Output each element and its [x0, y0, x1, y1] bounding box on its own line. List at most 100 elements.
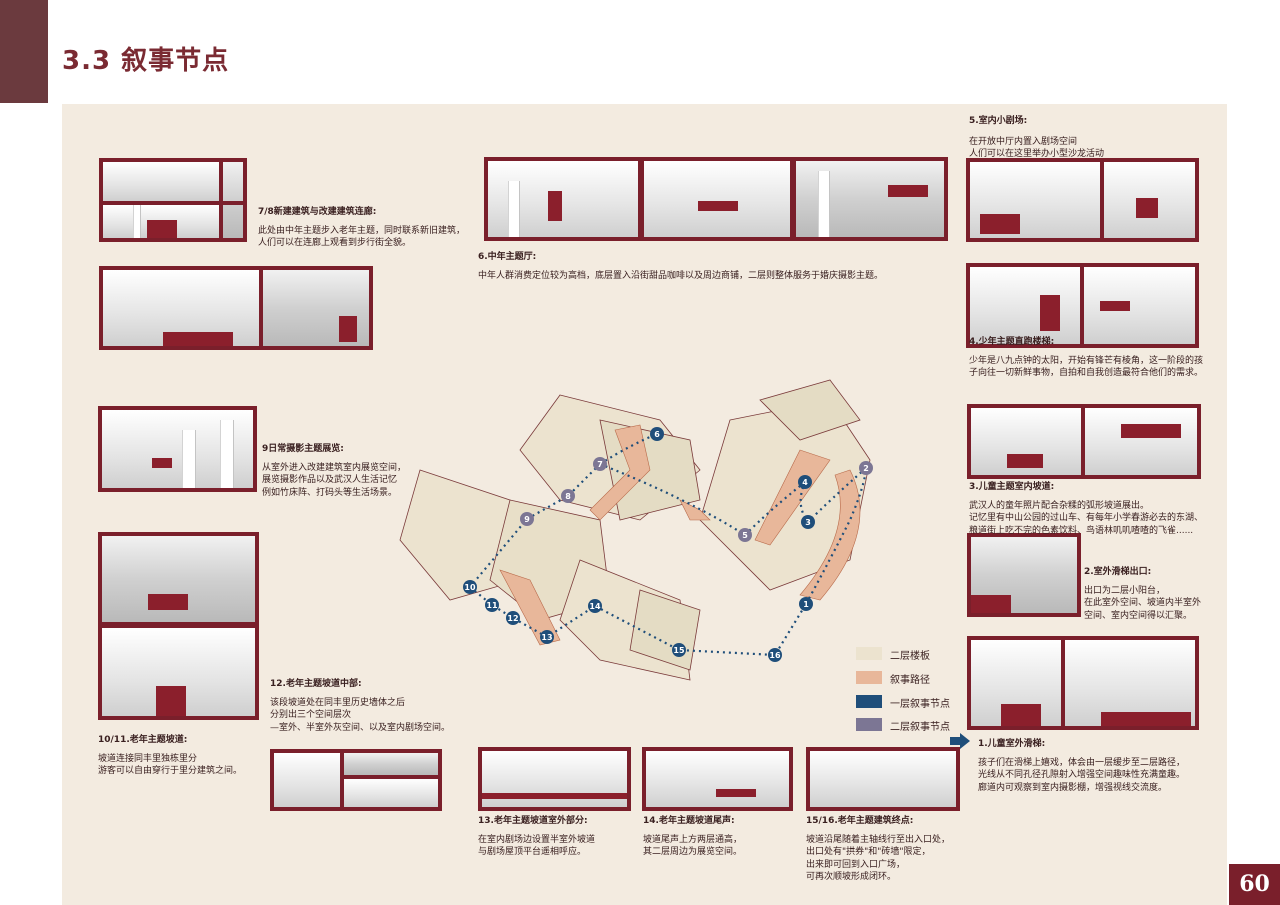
caption-15-16: 15/16.老年主题建筑终点: 坡道沿尾随着主轴线行至出入口处， 出口处有"拱券… [806, 815, 950, 884]
caption-line: 人们可以在这里举办小型沙龙活动 [969, 149, 1105, 159]
caption-12: 12.老年主题坡道中部: 该段坡道处在同丰里历史墙体之后 分别出三个空间层次 —… [270, 678, 450, 734]
caption-line: 在此室外空间、坡道内半室外 [1084, 598, 1202, 608]
legend-swatch [856, 647, 882, 660]
node-marker-5 [738, 528, 752, 542]
caption-line: 与剧场屋顶平台遥相呼应。 [478, 847, 587, 857]
caption-line: 在室内剧场边设置半室外坡道 [478, 834, 596, 845]
node-label: 1 [803, 600, 809, 609]
node-marker-8 [561, 489, 575, 503]
node-marker-9 [520, 512, 534, 526]
node-label: 8 [565, 492, 571, 501]
render-frame-5 [966, 158, 1199, 242]
caption-line: 此处由中年主题步入老年主题，同时联系新旧建筑， [258, 225, 466, 236]
node-marker-15 [672, 643, 686, 657]
caption-line: 坡道尾声上方两层通高， [643, 834, 743, 845]
caption-5: 5.室内小剧场: 在开放中厅内置入剧场空间 人们可以在这里举办小型沙龙活动 [969, 115, 1104, 161]
caption-line: —室外、半室外灰空间、以及室内剧场空间。 [270, 722, 451, 733]
node-marker-13 [540, 630, 554, 644]
caption-line: 武汉人的童年照片配合杂糅的弧形坡道展出。 [969, 500, 1150, 511]
node-marker-14 [588, 599, 602, 613]
caption-heading: 6.中年主题厅: [478, 252, 537, 262]
render-frame-12 [270, 749, 442, 811]
caption-line: 记忆里有中山公园的过山车、有每年小学春游必去的东湖、 [969, 513, 1204, 523]
caption-line: 从室外进入改建建筑室内展览空间， [262, 462, 407, 473]
caption-line: 粮道街上吃不完的色素饮料、鸟语林叽叽喳喳的飞雀...... [969, 525, 1194, 536]
render-frame-10-11 [98, 532, 259, 720]
node-labels: 1 2 3 4 5 6 7 8 9 10 11 12 13 14 15 16 [464, 430, 868, 660]
caption-heading: 7/8新建建筑与改建建筑连廊: [258, 207, 377, 217]
caption-line: 其二层周边为展览空间。 [643, 847, 743, 857]
render-frame-7-8-b [99, 266, 373, 350]
render-frame-4 [966, 263, 1199, 348]
node-marker-4 [798, 475, 812, 489]
caption-4: 4.少年主题直跑楼梯: 少年是八九点钟的太阳，开始有锋芒有棱角，这一阶段的孩 子… [969, 336, 1203, 380]
node-label: 10 [464, 583, 476, 592]
caption-heading: 1.儿童室外滑梯: [978, 739, 1046, 749]
node-marker-1 [799, 597, 813, 611]
caption-line: 例如竹床阵、打码头等生活场景。 [262, 487, 398, 498]
node-marker-7 [593, 457, 607, 471]
render-frame-3 [967, 404, 1201, 479]
node-marker-6 [650, 427, 664, 441]
legend-label: 二层叙事节点 [890, 722, 950, 733]
caption-line: 该段坡道处在同丰里历史墙体之后 [270, 697, 406, 708]
node-label: 11 [486, 601, 498, 610]
node-label: 16 [769, 651, 781, 660]
node-label: 15 [673, 646, 685, 655]
caption-line: 空间、室内空间得以汇聚。 [1084, 610, 1193, 621]
caption-heading: 2.室外滑梯出口: [1084, 567, 1152, 577]
caption-2: 2.室外滑梯出口: 出口为二层小阳台， 在此室外空间、坡道内半室外 空间、室内空… [1084, 566, 1201, 622]
render-frame-6 [484, 157, 948, 241]
caption-line: 坡道沿尾随着主轴线行至出入口处， [806, 834, 951, 845]
legend-swatch [856, 718, 882, 731]
legend-swatch [856, 671, 882, 684]
caption-line: 光线从不同孔径孔隙射入增强空间趣味性充满童趣。 [978, 770, 1186, 780]
caption-line: 人们可以在连廊上观看到步行街全貌。 [258, 238, 412, 248]
caption-heading: 13.老年主题坡道室外部分: [478, 816, 588, 826]
caption-3: 3.儿童主题室内坡道: 武汉人的童年照片配合杂糅的弧形坡道展出。 记忆里有中山公… [969, 481, 1203, 537]
caption-heading: 10/11.老年主题坡道: [98, 735, 188, 745]
caption-13: 13.老年主题坡道室外部分: 在室内剧场边设置半室外坡道 与剧场屋顶平台遥相呼应… [478, 815, 595, 859]
render-frame-1 [967, 636, 1199, 730]
caption-7-8: 7/8新建建筑与改建建筑连廊: 此处由中年主题步入老年主题，同时联系新旧建筑， … [258, 206, 465, 250]
legend-label: 二层楼板 [890, 651, 930, 662]
caption-line: 在开放中厅内置入剧场空间 [969, 136, 1078, 147]
caption-line: 游客可以自由穿行于里分建筑之间。 [98, 766, 243, 776]
node-markers [463, 427, 873, 662]
legend-label: 一层叙事节点 [890, 699, 950, 710]
caption-heading: 9日常摄影主题展览: [262, 444, 344, 454]
caption-14: 14.老年主题坡道尾声: 坡道尾声上方两层通高， 其二层周边为展览空间。 [643, 815, 742, 859]
node-label: 12 [507, 614, 518, 623]
caption-9: 9日常摄影主题展览: 从室外进入改建建筑室内展览空间， 展览摄影作品以及武汉人生… [262, 443, 406, 499]
caption-line: 展览摄影作品以及武汉人生活记忆 [262, 475, 398, 485]
caption-line: 出来即可回到入口广场， [806, 859, 906, 870]
node-marker-2 [859, 461, 873, 475]
render-frame-7-8 [99, 158, 247, 242]
caption-heading: 4.少年主题直跑楼梯: [969, 337, 1055, 347]
node-label: 13 [541, 633, 552, 642]
caption-line: 子向往一切新鲜事物，自拍和自我创造最符合他们的需求。 [969, 368, 1204, 378]
arrow-right-icon [950, 733, 970, 749]
node-label: 9 [524, 515, 530, 524]
node-label: 14 [589, 602, 601, 611]
render-frame-14 [642, 747, 793, 811]
caption-line: 出口处有"拱券"和"砖墙"限定， [806, 847, 931, 857]
caption-line: 少年是八九点钟的太阳，开始有锋芒有棱角，这一阶段的孩 [969, 355, 1204, 366]
corner-accent-block [0, 0, 48, 103]
floor-slab-group [399, 379, 871, 681]
node-label: 5 [742, 531, 748, 540]
caption-1: 1.儿童室外滑梯: 孩子们在滑梯上嬉戏，体会由一层缓步至二层路径， 光线从不同孔… [978, 738, 1185, 794]
caption-heading: 14.老年主题坡道尾声: [643, 816, 735, 826]
render-frame-2 [967, 533, 1081, 617]
node-marker-10 [463, 580, 477, 594]
node-label: 3 [805, 518, 811, 527]
node-marker-11 [485, 598, 499, 612]
caption-line: 中年人群消费定位较为高档，底层置入沿街甜品咖啡以及周边商铺，二层则整体服务于婚庆… [478, 270, 884, 281]
caption-line: 廊道内可观察到室内摄影棚，增强视线交流度。 [978, 782, 1168, 793]
render-frame-13 [478, 747, 631, 811]
legend-label: 叙事路径 [890, 675, 930, 686]
caption-heading: 15/16.老年主题建筑终点: [806, 816, 914, 826]
node-marker-12 [506, 611, 520, 625]
caption-6: 6.中年主题厅: 中年人群消费定位较为高档，底层置入沿街甜品咖啡以及周边商铺，二… [478, 251, 883, 282]
